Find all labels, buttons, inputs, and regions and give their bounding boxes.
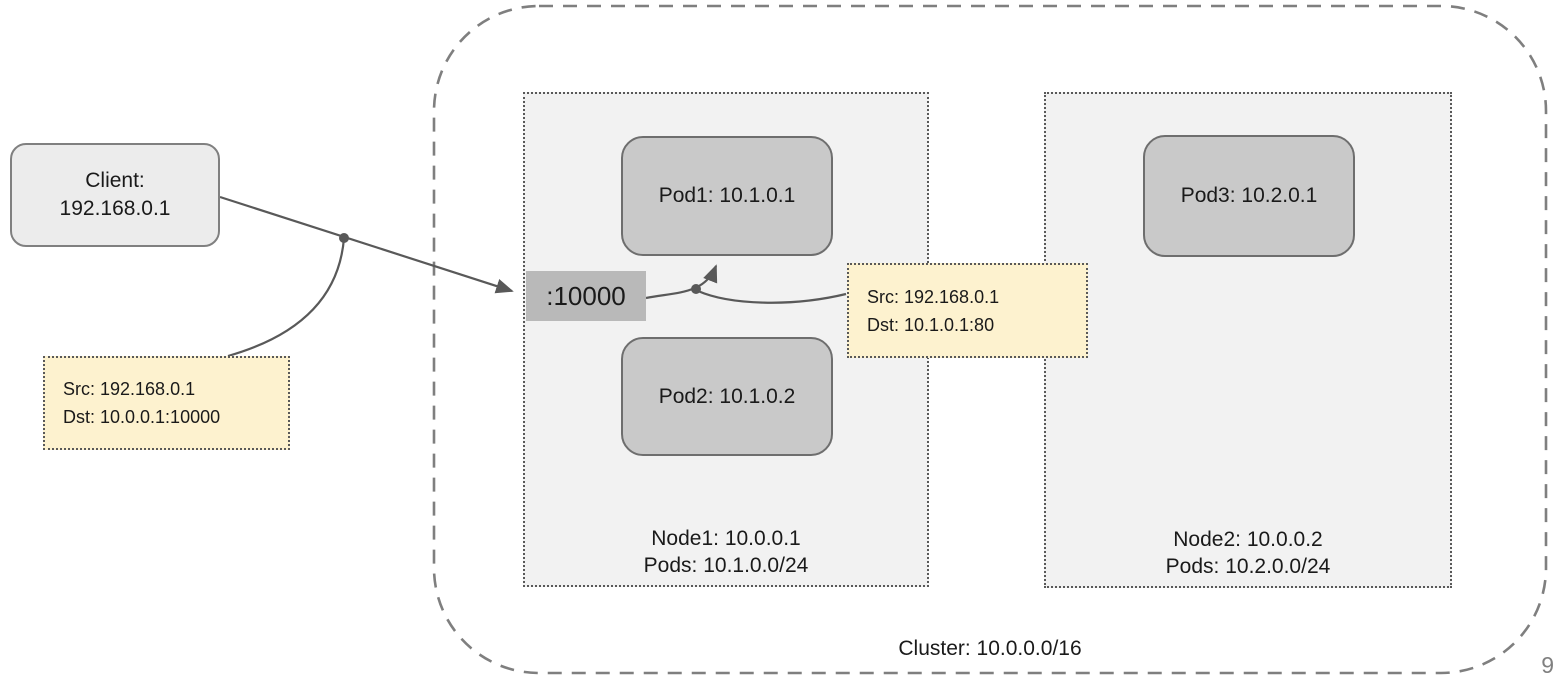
packet-note-external-src: Src: 192.168.0.1	[63, 379, 196, 399]
packet-note-internal-src: Src: 192.168.0.1	[867, 286, 1000, 307]
node1-label-line2: Pods: 10.1.0.0/24	[643, 554, 809, 577]
packet-note-external: Src: 192.168.0.1 Dst: 10.0.0.1:10000	[43, 356, 290, 450]
connector-junction-dot-external	[339, 233, 349, 243]
pod1-label: Pod1: 10.1.0.1	[658, 184, 796, 207]
packet-note-internal-dst: Dst: 10.1.0.1:80	[867, 314, 995, 335]
page-number: 9	[1541, 652, 1554, 678]
port-badge: :10000	[526, 271, 646, 321]
client-box: Client: 192.168.0.1	[10, 143, 220, 247]
node2-label: Node2: 10.0.0.2 Pods: 10.2.0.0/24	[1046, 526, 1450, 580]
client-label-line2: 192.168.0.1	[59, 197, 171, 220]
pod2-label: Pod2: 10.1.0.2	[658, 384, 796, 408]
port-label: :10000	[546, 280, 626, 311]
client-label-line1: Client:	[85, 169, 145, 192]
node2-label-line1: Node2: 10.0.0.2	[1173, 528, 1323, 551]
pod2-box: Pod2: 10.1.0.2	[621, 337, 833, 456]
cluster-label: Cluster: 10.0.0.0/16	[898, 637, 1082, 660]
pod1-box: Pod1: 10.1.0.1	[621, 136, 833, 256]
node1-label-line1: Node1: 10.0.0.1	[651, 527, 801, 550]
node2-label-line2: Pods: 10.2.0.0/24	[1165, 555, 1331, 578]
pod3-label: Pod3: 10.2.0.1	[1180, 184, 1318, 207]
packet-note-external-dst: Dst: 10.0.0.1:10000	[63, 407, 221, 427]
packet-note-internal: Src: 192.168.0.1 Dst: 10.1.0.1:80	[847, 263, 1088, 358]
pod3-box: Pod3: 10.2.0.1	[1143, 135, 1355, 257]
connector-note-callout-external	[227, 237, 346, 358]
connector-client-to-port	[219, 195, 514, 294]
node1-label: Node1: 10.0.0.1 Pods: 10.1.0.0/24	[525, 525, 927, 579]
